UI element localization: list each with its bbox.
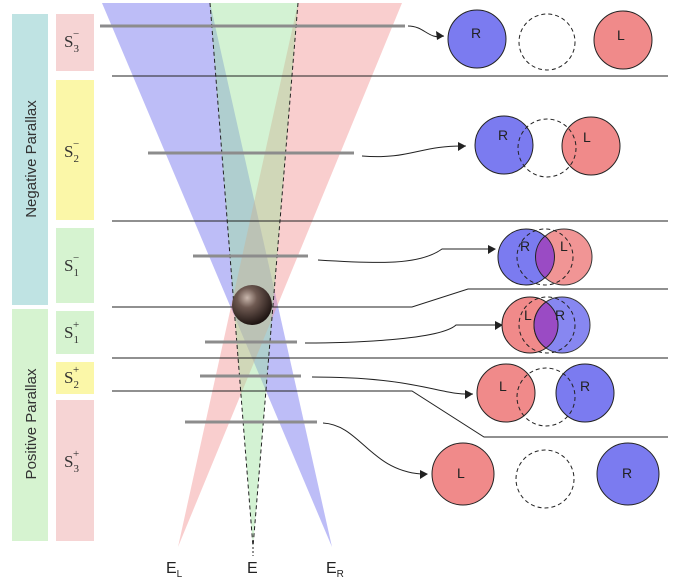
screen-bars [100,24,405,424]
image-pair-s2-neg: R L [474,115,621,178]
right-letter: R [520,238,530,254]
image-pair-s1-neg: R L [497,228,593,286]
center-eye-image [517,118,577,178]
center-eye-image [518,296,576,354]
eye-labels: EL E ER [166,547,344,580]
svg-text:S2+: S2+ [64,364,79,391]
positive-parallax-region: Positive Parallax [12,309,48,541]
separator-line [112,288,668,308]
left-eye-image [593,10,653,70]
screen-label-s2-pos: S2+ [56,362,94,394]
center-eye-image [518,13,576,71]
image-pair-s3-neg: R L [447,9,653,71]
right-eye-image [474,115,534,175]
arrow-s3-pos [322,422,422,475]
right-letter: R [622,465,632,481]
image-pair-s3-pos: L R [431,442,660,509]
screen-label-s1-pos: S1+ [56,311,94,354]
right-letter: R [498,127,508,143]
left-letter: L [560,238,568,254]
positive-parallax-label: Positive Parallax [23,368,40,479]
right-letter: R [555,307,565,323]
center-eye-frustum [210,3,298,547]
arrowhead [458,142,466,151]
arrowhead [420,470,428,479]
image-pair-s1-pos: L R [501,296,591,354]
right-eye-image [596,442,660,506]
left-eye-image [431,442,495,506]
left-eye-label: EL [166,560,183,580]
right-eye-label: ER [326,560,344,580]
overlap-region [535,235,555,279]
negative-parallax-region: Negative Parallax [12,14,48,305]
svg-text:S1+: S1+ [64,319,79,346]
center-eye-image [516,228,574,286]
arrowhead [495,321,503,330]
left-letter: L [499,378,507,394]
svg-text:S1−: S1− [64,252,79,279]
left-eye-image [561,116,621,176]
negative-parallax-label: Negative Parallax [23,100,40,218]
right-eye-image [555,363,615,423]
left-letter: L [617,27,625,43]
center-eye-image [515,449,575,509]
screen-label-boxes: S3− S2− S1− S1+ S2+ S3+ [56,14,94,541]
arrow-s1-pos [304,324,496,344]
arrowhead [436,31,444,40]
arrows [304,25,496,475]
right-letter: R [471,25,481,41]
right-eye-frustum [102,3,332,547]
center-eye-label: E [247,560,258,577]
arrowheads [420,31,503,479]
object-sphere [232,285,272,325]
arrow-s2-pos [311,376,474,395]
center-eye-image [516,367,576,427]
arrowhead [465,390,473,399]
view-frustums [102,2,402,548]
image-pair-s2-pos: L R [476,363,615,427]
separator-line [112,390,668,438]
left-eye-image [476,363,536,423]
svg-text:S2−: S2− [64,138,79,165]
left-letter: L [457,465,465,481]
screen-label-s3-neg: S3− [56,14,94,71]
right-eye-image [447,9,507,69]
screen-label-s3-pos: S3+ [56,400,94,541]
arrow-s1-neg [317,248,489,263]
left-letter: L [583,129,591,145]
screen-label-s1-neg: S1− [56,228,94,303]
arrowhead [488,245,496,254]
svg-text:S3−: S3− [64,28,79,55]
right-letter: R [580,378,590,394]
left-letter: L [524,307,532,323]
image-pairs: R L R L R L L R [431,9,660,509]
left-eye-frustum [178,3,402,547]
svg-text:S3+: S3+ [64,448,79,475]
overlap-region [533,301,559,349]
screen-label-s2-neg: S2− [56,80,94,220]
arrow-s2-neg [361,145,467,158]
